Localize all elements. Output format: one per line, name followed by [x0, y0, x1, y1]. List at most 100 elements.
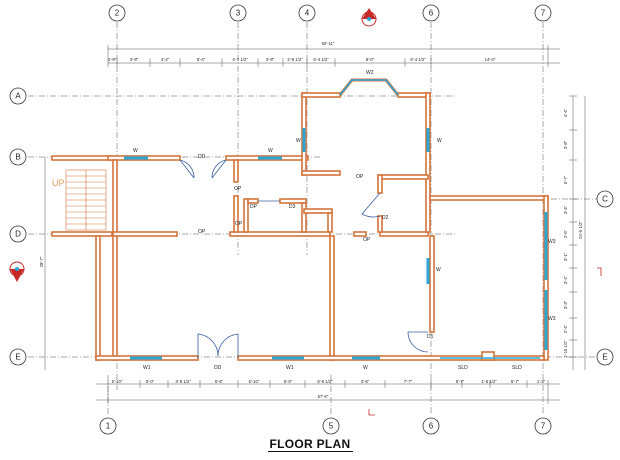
label-w1-mid: W1	[286, 365, 294, 371]
dim-bottom: 5'-10"	[249, 379, 260, 384]
grid-bubble-bottom: 1	[99, 417, 117, 435]
dim-top: 6'-4 1/2"	[410, 57, 426, 62]
dim-bottom: 7'-7"	[404, 379, 413, 384]
dim-top: 4'-7 1/2"	[232, 57, 248, 62]
svg-text:C: C	[602, 195, 608, 204]
label-w-b-right: W	[296, 138, 301, 144]
grid-bubble-bottom: 5	[322, 417, 340, 435]
grid-bubble-left: D	[9, 225, 27, 243]
section-marker-left-icon	[9, 261, 25, 282]
grid-bubble-top: 4	[298, 4, 316, 22]
grid-bubble-top: 3	[229, 4, 247, 22]
svg-text:E: E	[602, 353, 607, 362]
svg-text:B: B	[15, 153, 20, 162]
label-w-right-mid: W	[436, 267, 441, 273]
label-dd-bottom: DD	[214, 365, 222, 371]
label-w-bottom: W	[363, 365, 368, 371]
svg-text:1: 1	[106, 422, 111, 431]
dim-bottom: 3'-9 1/2"	[175, 379, 191, 384]
dim-right-overall: 24'-6 1/2"	[578, 221, 583, 239]
doors	[179, 159, 429, 358]
dim-right: 2'-6"	[563, 229, 568, 238]
dim-top: 14'-0"	[485, 57, 496, 62]
dim-bottom: 3'-6"	[361, 379, 370, 384]
dim-top: 1'-9"	[108, 57, 117, 62]
grid-bubble-bottom: 6	[422, 417, 440, 435]
dim-left-overall: 28'-7"	[39, 256, 44, 267]
section-cut-marks	[368, 267, 602, 416]
dim-top-overall: 50'-11"	[322, 41, 335, 46]
svg-text:2: 2	[115, 9, 120, 18]
section-marker-top-icon	[361, 8, 377, 27]
bay-window	[338, 78, 400, 96]
label-dd-top: DD	[198, 154, 206, 160]
svg-text:7: 7	[541, 422, 546, 431]
grid-bubble-right: E	[596, 348, 614, 366]
dim-top: 2'-6 1/2"	[287, 57, 303, 62]
dim-bottom: 5'-5 1/2"	[317, 379, 333, 384]
svg-text:7: 7	[541, 9, 546, 18]
dim-bottom: 1'-3"	[537, 379, 546, 384]
dim-bottom: 5'-0"	[146, 379, 155, 384]
label-w-b-mid: W	[268, 148, 273, 154]
dim-top: 5'-4"	[197, 57, 206, 62]
dim-top: 3'-8"	[266, 57, 275, 62]
room-labels: UP W2 W W W W DD OP DP D3 OP OP D2 OP OP…	[52, 70, 556, 371]
label-w-b-left: W	[133, 148, 138, 154]
dim-bottom-overall: 57'-6"	[318, 394, 329, 399]
dim-right: 4'-4"	[563, 108, 568, 117]
grid-bubbles: 2 3 4 6 7 1 5 6 7 A B D E C E	[9, 4, 614, 435]
dim-right: 2'-4"	[563, 324, 568, 333]
svg-text:6: 6	[429, 422, 434, 431]
drawing-title-text: FLOOR PLAN	[267, 437, 353, 452]
label-d2: D2	[382, 215, 389, 221]
dim-bottom: 5'-0"	[284, 379, 293, 384]
grid-bubble-left: B	[9, 148, 27, 166]
stair-up-label: UP	[52, 178, 65, 188]
grid-bubble-left: E	[9, 348, 27, 366]
svg-text:3: 3	[236, 9, 241, 18]
stairs	[65, 169, 107, 231]
grid-bubble-left: A	[9, 87, 27, 105]
dimension-lines	[44, 45, 586, 404]
dim-right-group: 4'-4" 3'-8" 5'-7" 3'-4" 2'-6" 3'-1" 3'-4…	[563, 108, 583, 358]
dim-bottom: 5'-10"	[112, 379, 123, 384]
svg-text:6: 6	[429, 9, 434, 18]
dim-right: 3'-4"	[563, 275, 568, 284]
grid-bubble-right: C	[596, 190, 614, 208]
grid-bubble-bottom: 7	[534, 417, 552, 435]
label-w1-left: W1	[143, 365, 151, 371]
dim-right: 3'-8"	[563, 140, 568, 149]
dim-bottom: 5'-7"	[511, 379, 520, 384]
dim-right: 5'-7"	[563, 175, 568, 184]
dim-right: 1'-10 1/2"	[563, 340, 568, 358]
svg-text:4: 4	[305, 9, 310, 18]
dim-right: 3'-1"	[563, 252, 568, 261]
dim-top: 3'-8"	[130, 57, 139, 62]
grid-bubble-top: 7	[534, 4, 552, 22]
dim-bottom: 1'-6 1/2"	[481, 379, 497, 384]
label-w2: W2	[366, 70, 374, 76]
label-d3: D3	[289, 204, 296, 210]
label-sld-2: SLD	[512, 365, 522, 371]
label-op-3: OP	[198, 229, 206, 235]
walls	[51, 92, 549, 361]
label-d1: D1	[427, 334, 434, 340]
dim-top: 6'-4 1/2"	[313, 57, 329, 62]
label-op-2: OP	[356, 174, 364, 180]
windows	[124, 128, 548, 360]
label-w3b: W3	[548, 316, 556, 322]
label-op-d: OP	[235, 221, 243, 227]
label-sld-1: SLD	[458, 365, 468, 371]
dim-bottom: 5'-6"	[215, 379, 224, 384]
label-w3: W3	[548, 239, 556, 245]
dim-top: 4'-2"	[161, 57, 170, 62]
drawing-title: FLOOR PLAN	[0, 437, 620, 452]
label-op-1: OP	[234, 186, 242, 192]
dim-bottom: 5'-7"	[456, 379, 465, 384]
svg-text:D: D	[15, 230, 21, 239]
grid-bubble-top: 2	[108, 4, 126, 22]
svg-text:5: 5	[329, 422, 334, 431]
dimension-texts: 50'-11" 1'-9" 3'-8" 4'-2" 5'-4" 4'-7 1/2…	[39, 41, 583, 399]
